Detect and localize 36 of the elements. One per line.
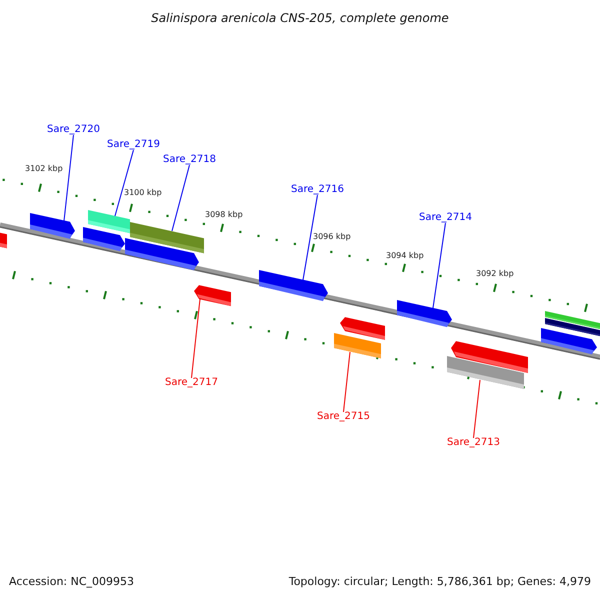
- gene-block: [545, 318, 600, 336]
- gene-label: Sare_2719: [107, 140, 160, 150]
- leader-line: [342, 352, 350, 412]
- gene-label: Sare_2717: [165, 378, 218, 388]
- gene-label: Sare_2716: [291, 185, 344, 195]
- gene-label: Sare_2713: [447, 438, 500, 448]
- gene-label: Sare_2720: [47, 125, 100, 135]
- gene-label: Sare_2718: [163, 155, 216, 165]
- gene-block: [334, 333, 381, 358]
- gene-block: [451, 341, 528, 373]
- tick-label: 3098 kbp: [205, 211, 243, 219]
- gene-block: [397, 300, 452, 328]
- gene-block: [194, 285, 231, 306]
- tick-label: 3102 kbp: [25, 165, 63, 173]
- title: Salinispora arenicola CNS-205, complete genome: [150, 12, 450, 24]
- gene-block: [130, 222, 204, 254]
- tick-label: 3094 kbp: [386, 252, 424, 260]
- leader-line: [302, 194, 318, 280]
- footer-text: Topology: circular; Length: 5,786,361 bp; Genes: 4,979: [288, 576, 591, 587]
- leader-line: [190, 298, 200, 378]
- leader-line: [432, 222, 446, 308]
- gene-block: [259, 270, 328, 302]
- tick-label: 3100 kbp: [124, 189, 162, 197]
- gene-block: [0, 231, 7, 248]
- footer-text: Accession: NC_009953: [9, 576, 134, 587]
- gene-block: [83, 227, 125, 252]
- leader-line: [64, 134, 74, 222]
- leader-line: [114, 150, 134, 216]
- gene-label: Sare_2715: [317, 412, 370, 422]
- leader-line: [472, 380, 480, 438]
- gene-block: [340, 317, 385, 340]
- tick-label: 3096 kbp: [313, 233, 351, 241]
- tick-label: 3092 kbp: [476, 270, 514, 278]
- gene-block: [30, 213, 75, 239]
- gene-block: [88, 210, 130, 234]
- gene-label: Sare_2714: [419, 213, 472, 223]
